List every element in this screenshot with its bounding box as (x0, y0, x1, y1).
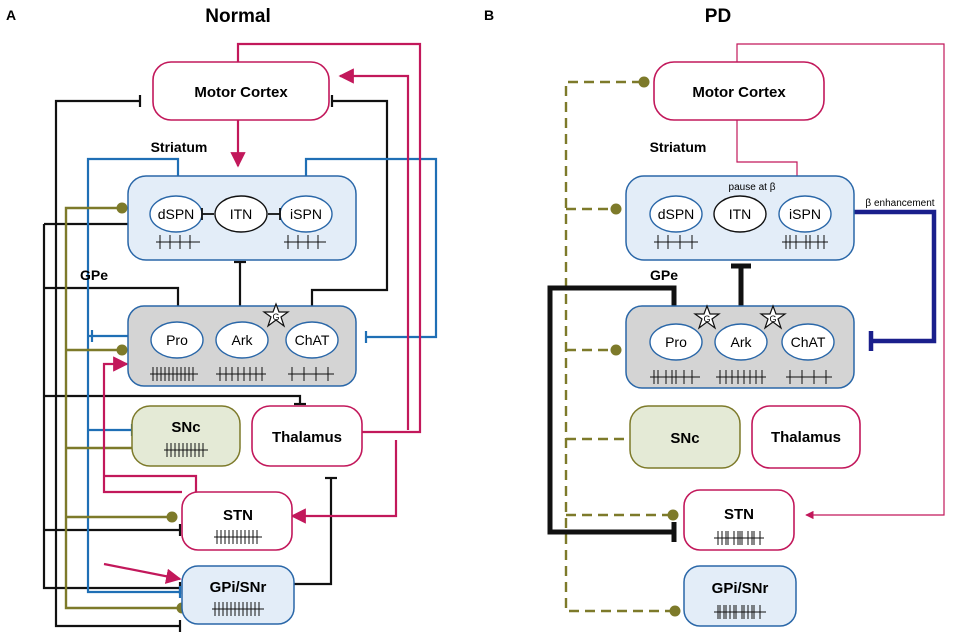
snc-label-b: SNc (670, 430, 699, 447)
pro-cell-a (150, 321, 204, 359)
chat-cell-a (285, 321, 339, 359)
glia-label-a: G (272, 312, 279, 322)
stn-label-b: STN (724, 506, 754, 523)
glia-star-icon-b2 (759, 304, 787, 330)
panel-title-b: PD (705, 6, 731, 27)
gpi-snr-box-b (683, 565, 797, 627)
panel-letter-b: B (484, 7, 494, 23)
itn-label-b: ITN (729, 206, 752, 222)
stn-spikes-a (214, 530, 262, 544)
dspn-label-a: dSPN (158, 206, 195, 222)
gpe-spikes-b (650, 370, 832, 384)
gpe-label-b: GPe (650, 267, 678, 283)
itn-cell-a (214, 195, 268, 233)
panel-title-a: Normal (205, 6, 270, 27)
stn-box-b (683, 489, 795, 551)
pause-at-beta-note-b: pause at β (729, 182, 776, 193)
chat-label-a: ChAT (295, 332, 330, 348)
chat-label-b: ChAT (791, 334, 826, 350)
ispn-label-a: iSPN (290, 206, 322, 222)
ispn-cell-b (778, 195, 832, 233)
chat-cell-b (781, 323, 835, 361)
dspn-cell-b (649, 195, 703, 233)
panel-b: B PD (484, 6, 945, 627)
gpi-snr-box-a (181, 565, 295, 625)
snc-spikes-a (164, 443, 208, 457)
striatum-spikes-a (156, 235, 326, 249)
ark-cell-a (215, 321, 269, 359)
itn-label-a: ITN (230, 206, 253, 222)
ispn-label-b: iSPN (789, 206, 821, 222)
snc-box-b (629, 405, 741, 469)
motor-cortex-box-b (653, 61, 825, 121)
gpi-spikes-a (212, 602, 264, 616)
gpi-snr-label-b: GPi/SNr (712, 580, 769, 597)
pro-cell-b (649, 323, 703, 361)
pro-label-a: Pro (166, 332, 188, 348)
motor-cortex-box-a (152, 61, 330, 121)
glia-star-icon-b1 (693, 304, 721, 330)
thalamus-box-b (751, 405, 861, 469)
striatal-pathways-a (86, 157, 438, 598)
beta-enhancement-note-b: β enhancement (865, 198, 934, 209)
snc-box-a (131, 405, 241, 467)
thalamus-box-a (251, 405, 363, 467)
motor-cortex-label-a: Motor Cortex (194, 84, 288, 101)
dspn-label-b: dSPN (658, 206, 695, 222)
pro-label-b: Pro (665, 334, 687, 350)
snc-label-a: SNc (171, 419, 200, 436)
stn-label-a: STN (223, 507, 253, 524)
excitatory-pathways-a (102, 42, 422, 584)
itn-ispn-inhibition-a (201, 208, 281, 220)
ark-label-b: Ark (731, 334, 753, 350)
motor-cortex-label-b: Motor Cortex (692, 84, 786, 101)
glia-label-b2: G (769, 314, 776, 324)
dopamine-terminals-b (610, 76, 681, 617)
gpi-spikes-b (714, 605, 766, 619)
striatum-label-b: Striatum (650, 139, 707, 155)
beta-enhancement-pathway-b (854, 209, 937, 351)
thalamus-label-a: Thalamus (272, 429, 342, 446)
stn-box-a (181, 491, 293, 551)
dopamine-pathways-b (564, 80, 672, 613)
stn-spikes-b (714, 531, 764, 545)
gpe-spikes-a (150, 367, 334, 381)
glia-label-b1: G (703, 314, 710, 324)
ark-cell-b (714, 323, 768, 361)
thalamus-label-b: Thalamus (771, 429, 841, 446)
gpe-striatum-inhibition-b (731, 263, 751, 306)
glia-star-icon-a (262, 302, 290, 328)
panel-a: A Normal (6, 6, 438, 632)
gpi-snr-label-a: GPi/SNr (210, 579, 267, 596)
striatum-label-a: Striatum (151, 139, 208, 155)
gpe-label-a: GPe (80, 267, 108, 283)
pro-stn-pathway-b (547, 285, 677, 542)
panel-letter-a: A (6, 7, 16, 23)
dopamine-pathways-a (64, 206, 180, 610)
ark-label-a: Ark (232, 332, 254, 348)
striatum-spikes-b (654, 235, 828, 249)
itn-cell-b (713, 195, 767, 233)
